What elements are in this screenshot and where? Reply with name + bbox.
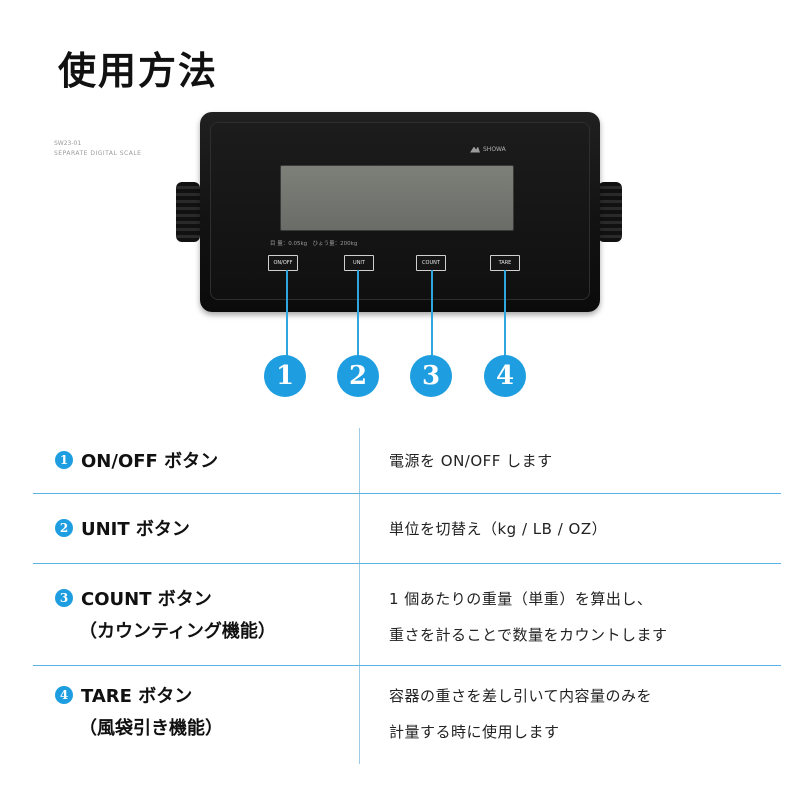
number-badge: 3 xyxy=(55,589,73,607)
callout-number-3: 3 xyxy=(410,355,452,397)
left-mount-knob xyxy=(176,182,200,242)
leader-line-1 xyxy=(286,270,288,356)
callout-number-1: 1 xyxy=(264,355,306,397)
row-divider xyxy=(33,665,781,666)
row-label: 4 TARE ボタン （風袋引き機能） xyxy=(55,679,223,743)
column-divider xyxy=(359,428,360,764)
description-text: 1 個あたりの重量（単重）を算出し、 xyxy=(389,589,653,608)
description-text: 計量する時に使用します xyxy=(389,722,560,741)
leader-line-3 xyxy=(431,270,433,356)
page-title: 使用方法 xyxy=(58,49,219,93)
row-label: 3 COUNT ボタン （カウンティング機能） xyxy=(55,582,276,646)
label-text: TARE ボタン xyxy=(81,686,193,707)
row-description: 1 個あたりの重量（単重）を算出し、 重さを計ることで数量をカウントします xyxy=(389,580,668,652)
row-description: 単位を切替え（kg / LB / OZ） xyxy=(389,510,607,546)
label-text: ON/OFF ボタン xyxy=(81,451,219,472)
device-tare-button[interactable]: TARE xyxy=(490,255,520,271)
description-text: 重さを計ることで数量をカウントします xyxy=(389,625,668,644)
leader-line-2 xyxy=(357,270,359,356)
spec-text: 目 量：0.05kg ひょう量：200kg xyxy=(270,241,358,247)
row-divider xyxy=(33,563,781,564)
number-badge: 4 xyxy=(55,686,73,704)
description-text: 単位を切替え（kg / LB / OZ） xyxy=(389,519,608,538)
label-text: UNIT ボタン xyxy=(81,519,190,540)
row-description: 電源を ON/OFF します xyxy=(389,442,553,478)
lcd-display xyxy=(280,165,514,231)
label-text: COUNT ボタン xyxy=(81,589,212,610)
button-description-table: 1 ON/OFF ボタン 電源を ON/OFF します 2 UNIT ボタン 単… xyxy=(33,428,781,764)
label-subtext: （風袋引き機能） xyxy=(79,718,223,739)
label-subtext: （カウンティング機能） xyxy=(79,621,276,642)
brand-mark-icon xyxy=(470,146,480,153)
table-row: 1 ON/OFF ボタン 電源を ON/OFF します xyxy=(33,428,781,493)
callout-number-2: 2 xyxy=(337,355,379,397)
brand-name: SHOWA xyxy=(483,146,506,153)
leader-line-4 xyxy=(504,270,506,356)
description-text: 容器の重さを差し引いて内容量のみを xyxy=(389,686,653,705)
description-text: 電源を ON/OFF します xyxy=(389,451,553,470)
row-divider xyxy=(33,493,781,494)
row-description: 容器の重さを差し引いて内容量のみを 計量する時に使用します xyxy=(389,677,652,749)
callout-number-4: 4 xyxy=(484,355,526,397)
model-number: SW23-01 xyxy=(54,140,82,147)
scale-name: SEPARATE DIGITAL SCALE xyxy=(54,150,142,157)
device-count-button[interactable]: COUNT xyxy=(416,255,446,271)
brand-logo: SHOWA xyxy=(470,146,506,153)
table-row: 3 COUNT ボタン （カウンティング機能） 1 個あたりの重量（単重）を算出… xyxy=(33,563,781,665)
table-row: 2 UNIT ボタン 単位を切替え（kg / LB / OZ） xyxy=(33,493,781,563)
device-illustration: SW23-01 SEPARATE DIGITAL SCALE SHOWA 目 量… xyxy=(54,112,622,397)
number-badge: 2 xyxy=(55,519,73,537)
right-mount-knob xyxy=(598,182,622,242)
table-row: 4 TARE ボタン （風袋引き機能） 容器の重さを差し引いて内容量のみを 計量… xyxy=(33,665,781,764)
device-onoff-button[interactable]: ON/OFF xyxy=(268,255,298,271)
device-unit-button[interactable]: UNIT xyxy=(344,255,374,271)
row-label: 1 ON/OFF ボタン xyxy=(55,444,218,476)
row-label: 2 UNIT ボタン xyxy=(55,512,190,544)
number-badge: 1 xyxy=(55,451,73,469)
